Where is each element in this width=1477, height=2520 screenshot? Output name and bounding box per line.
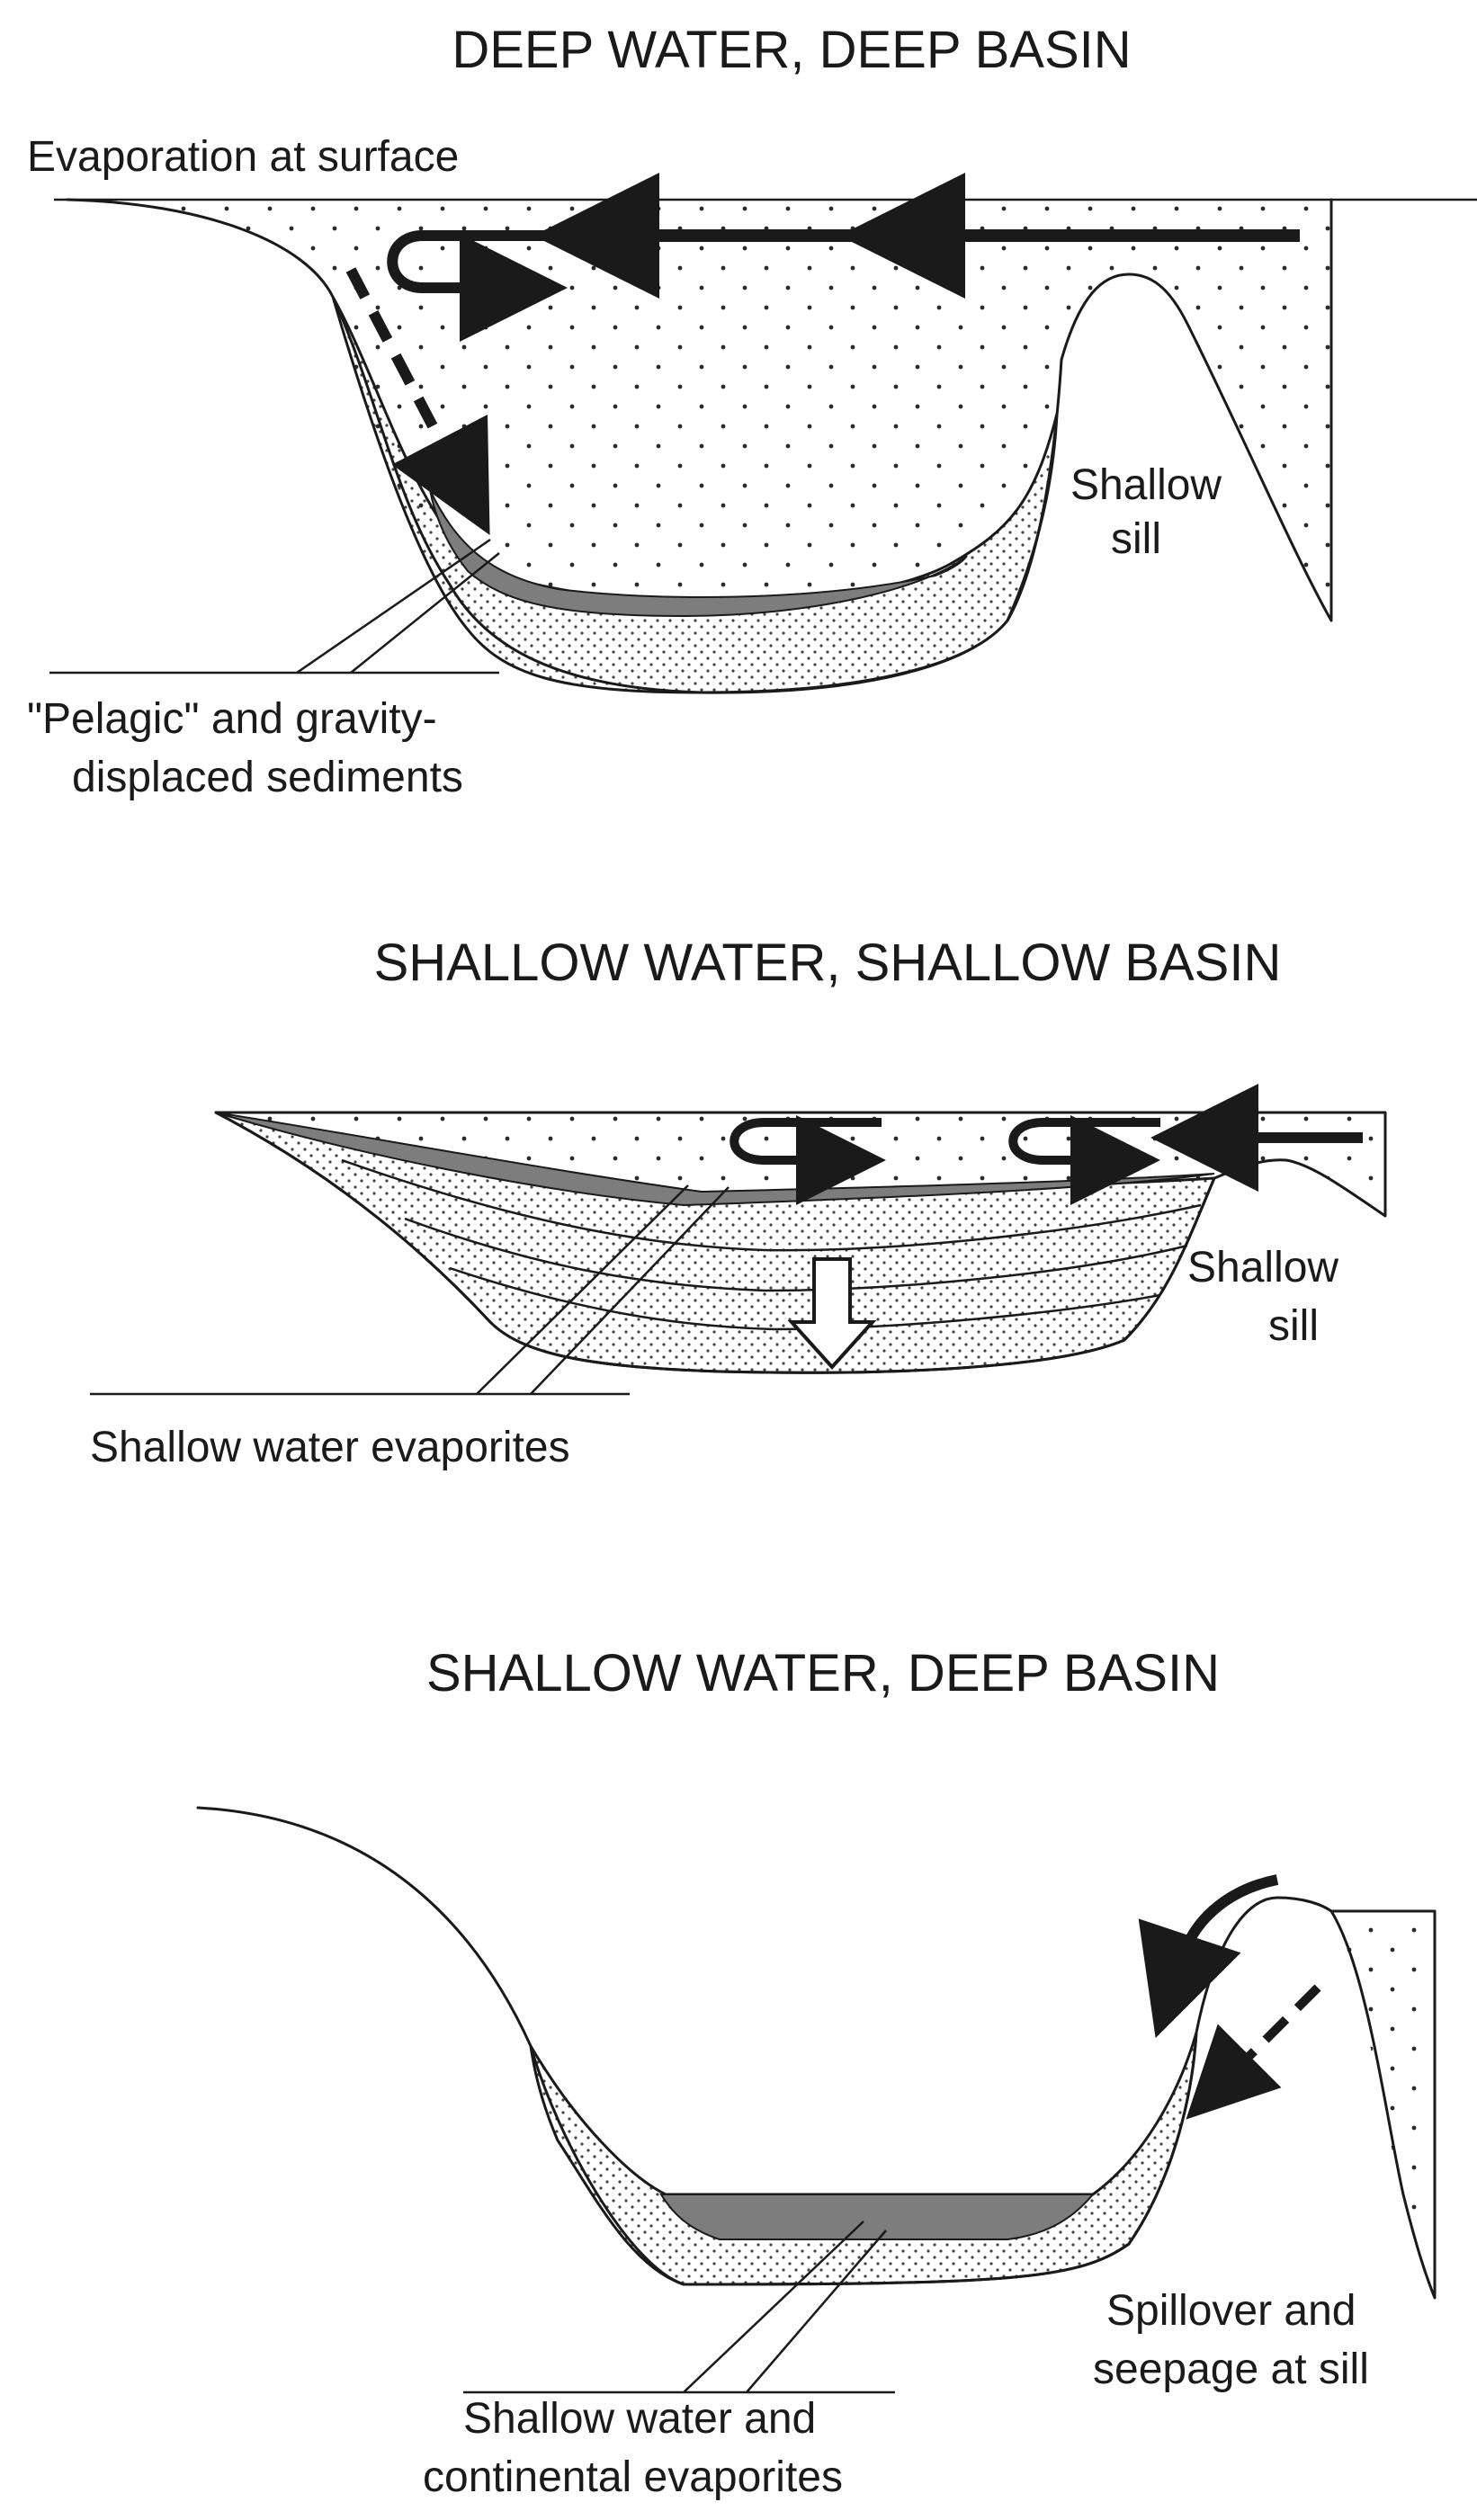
spillover-arrow bbox=[1138, 1874, 1279, 2039]
shallow-basin-outline bbox=[214, 1111, 1387, 1374]
shallow-evaporites-label: Shallow water evaporites bbox=[90, 1424, 570, 1471]
pelagic-sediments-label-line2: displaced sediments bbox=[72, 754, 463, 801]
sinking-brine-arrow bbox=[345, 267, 490, 536]
continental-evaporites-label-line1: Shallow water and bbox=[463, 2395, 816, 2443]
evaporation-surface-label: Evaporation at surface bbox=[27, 133, 459, 181]
deep-water-body bbox=[67, 200, 1331, 621]
spillover-label-line1: Spillover and bbox=[1106, 2287, 1356, 2335]
panel-2-title: SHALLOW WATER, SHALLOW BASIN bbox=[374, 934, 1282, 992]
panel-deep-water-deep-basin: DEEP WATER, DEEP BASIN Evaporation at su… bbox=[27, 21, 1477, 801]
panel-2-sill-label-line1: Shallow bbox=[1187, 1244, 1338, 1291]
continental-evaporites-label-line2: continental evaporites bbox=[423, 2453, 843, 2501]
panel-3-callout-lines bbox=[463, 2221, 895, 2394]
panel-3-title: SHALLOW WATER, DEEP BASIN bbox=[426, 1644, 1220, 1702]
surface-return-arrow bbox=[387, 230, 576, 342]
pelagic-sediments-label-line1: "Pelagic" and gravity- bbox=[27, 695, 437, 743]
seepage-arrow bbox=[1186, 1984, 1321, 2120]
open-sea-water bbox=[1331, 1911, 1435, 2298]
deep-basin-evaporite-layer bbox=[429, 489, 968, 618]
shallow-return-arrow-2 bbox=[1008, 1115, 1160, 1205]
panel-shallow-water-shallow-basin: SHALLOW WATER, SHALLOW BASIN Shallow sil… bbox=[90, 934, 1387, 1471]
deep-basin-outline bbox=[66, 198, 1333, 694]
deep-basin-3-outline bbox=[196, 1806, 1437, 2300]
deep-basin-3-evaporite-layer bbox=[659, 2194, 1096, 2240]
spillover-label-line2: seepage at sill bbox=[1093, 2346, 1369, 2393]
shallow-return-arrow-1 bbox=[730, 1115, 886, 1205]
panel-2-sill-label-line2: sill bbox=[1268, 1302, 1319, 1350]
deep-basin-3-sediment bbox=[529, 2032, 1198, 2286]
panel-1-sill-label-line1: Shallow bbox=[1070, 461, 1222, 509]
panel-1-title: DEEP WATER, DEEP BASIN bbox=[452, 21, 1131, 79]
subsidence-arrow bbox=[787, 1257, 877, 1370]
panel-shallow-water-deep-basin: SHALLOW WATER, DEEP BASIN Spillover and … bbox=[196, 1644, 1437, 2501]
panel-2-callout-lines bbox=[90, 1184, 730, 1396]
panel-1-callout-lines bbox=[49, 538, 500, 675]
panel-1-sill-label-line2: sill bbox=[1111, 515, 1161, 563]
